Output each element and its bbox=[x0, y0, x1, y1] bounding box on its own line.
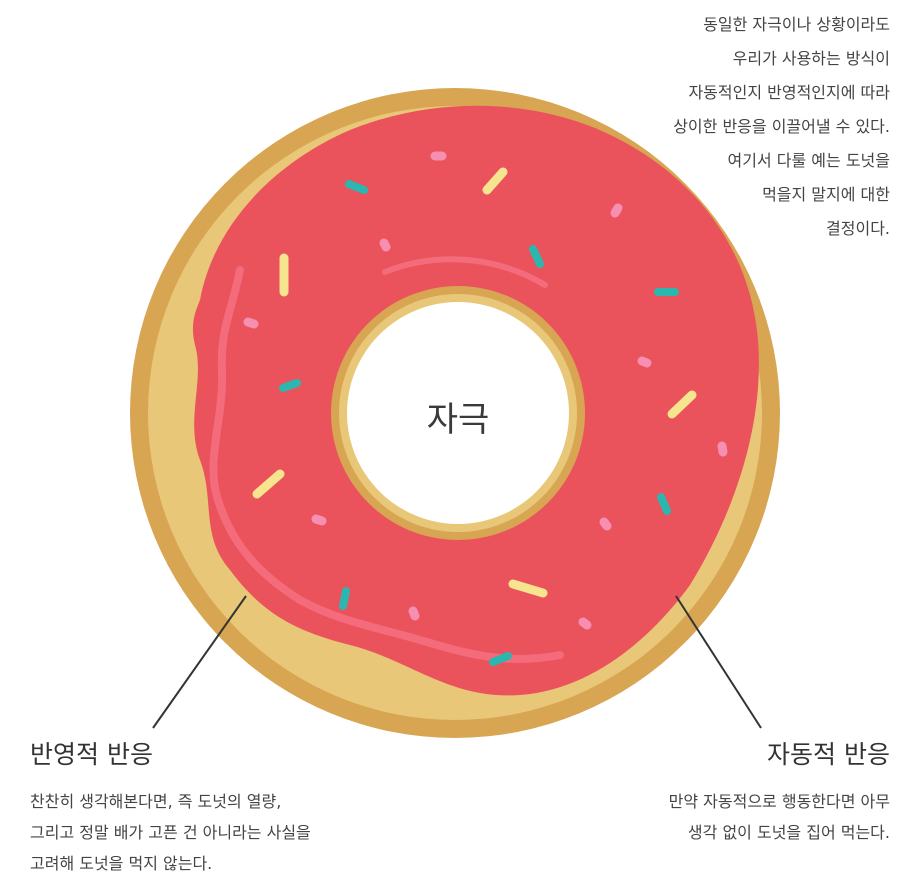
donut-icon bbox=[130, 88, 780, 738]
automatic-response-title: 자동적 반응 bbox=[767, 740, 890, 769]
intro-line: 결정이다. bbox=[826, 219, 890, 238]
description-line: 생각 없이 도넛을 집어 먹는다. bbox=[687, 823, 890, 842]
sprinkle bbox=[311, 514, 327, 526]
reflective-response-title: 반영적 반응 bbox=[30, 740, 153, 769]
sprinkle bbox=[637, 356, 652, 368]
intro-line: 우리가 사용하는 방식이 bbox=[732, 49, 890, 68]
icing-highlight-inner bbox=[382, 256, 548, 288]
sprinkle bbox=[508, 579, 548, 598]
sprinkle bbox=[482, 167, 508, 195]
sprinkle bbox=[578, 617, 592, 630]
description-line: 만약 자동적으로 행동한다면 아무 bbox=[668, 792, 890, 811]
reflective-response-description: 찬찬히 생각해본다면, 즉 도넛의 열량, 그리고 정말 배가 고픈 건 아니라… bbox=[30, 786, 430, 879]
sprinkle bbox=[252, 469, 285, 499]
icing-highlight bbox=[209, 266, 564, 663]
automatic-leader-line bbox=[675, 595, 762, 729]
sprinkle bbox=[667, 390, 697, 419]
sprinkle bbox=[408, 606, 420, 621]
sprinkle bbox=[243, 317, 259, 329]
description-line: 찬찬히 생각해본다면, 즉 도넛의 열량, bbox=[30, 792, 282, 811]
stimulus-label: 자극 bbox=[426, 400, 490, 440]
sprinkle bbox=[489, 652, 512, 666]
sprinkle bbox=[529, 245, 544, 268]
sprinkle bbox=[379, 238, 391, 252]
sprinkle bbox=[610, 203, 623, 218]
intro-line: 먹을지 말지에 대한 bbox=[762, 185, 890, 204]
sprinkles bbox=[243, 151, 728, 666]
sprinkle bbox=[339, 587, 350, 610]
description-line: 고려해 도넛을 먹지 않는다. bbox=[30, 854, 213, 873]
donut-hole bbox=[347, 302, 569, 524]
intro-line: 여기서 다룰 예는 도넛을 bbox=[727, 151, 890, 170]
automatic-response-description: 만약 자동적으로 행동한다면 아무 생각 없이 도넛을 집어 먹는다. bbox=[560, 786, 890, 848]
intro-line: 자동적인지 반영적인지에 따라 bbox=[688, 83, 890, 102]
intro-line: 동일한 자극이나 상황이라도 bbox=[703, 15, 890, 34]
reflective-leader-line bbox=[152, 595, 247, 729]
sprinkle bbox=[279, 379, 301, 392]
sprinkle bbox=[345, 180, 368, 194]
sprinkle bbox=[657, 493, 671, 515]
intro-line: 상이한 반응을 이끌어낼 수 있다. bbox=[673, 117, 890, 136]
intro-text: 동일한 자극이나 상황이라도 우리가 사용하는 방식이 자동적인지 반영적인지에… bbox=[550, 8, 890, 246]
description-line: 그리고 정말 배가 고픈 건 아니라는 사실을 bbox=[30, 823, 311, 842]
sprinkle bbox=[599, 517, 612, 531]
sprinkle bbox=[717, 441, 728, 457]
